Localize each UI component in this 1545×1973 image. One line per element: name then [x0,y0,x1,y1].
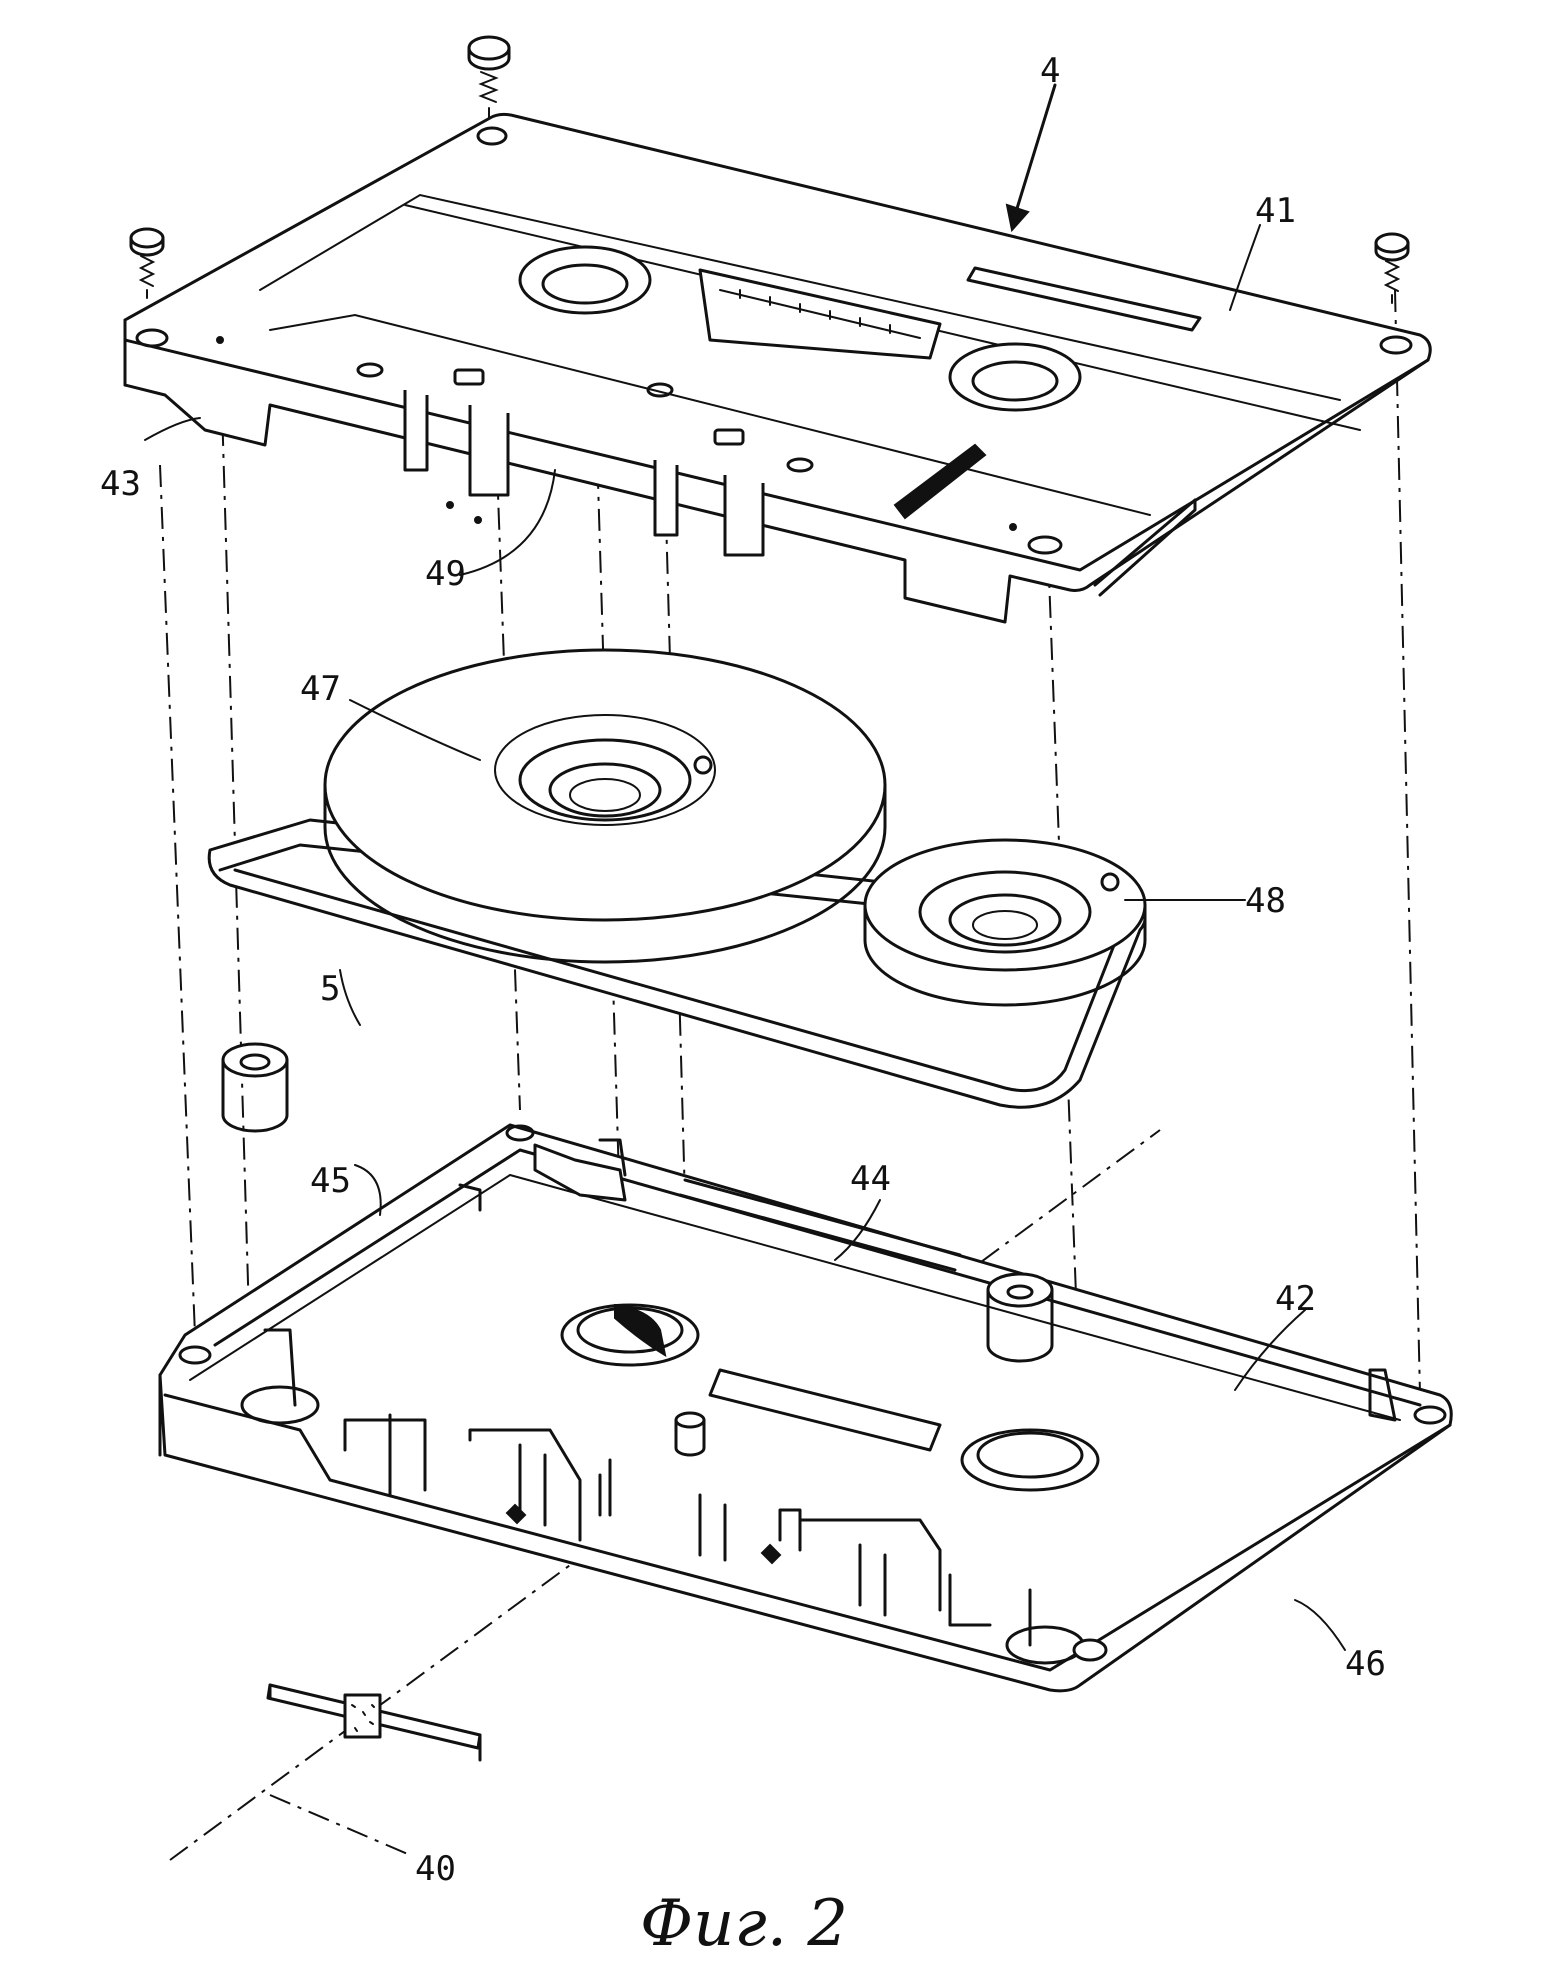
label-supply-hub: 47 [300,669,341,709]
leader-lines [144,83,1346,1651]
takeup-reel [863,838,1147,1007]
label-upper-half: 41 [1255,191,1296,231]
guide-roller [221,1042,289,1133]
label-lower-half: 42 [1275,1279,1316,1319]
label-tape-pack: 5 [320,969,340,1009]
label-right-edge: 46 [1345,1644,1386,1684]
lower-half [158,1123,1453,1693]
pressure-pad [266,1683,482,1762]
label-guide-rib: 44 [850,1159,891,1199]
label-pad: 40 [415,1849,456,1889]
label-assembly: 4 [1040,51,1060,91]
screw-top-left [129,227,165,299]
screw-top-center [467,35,511,119]
supply-reel [323,648,887,964]
label-takeup-hub: 48 [1245,881,1286,921]
label-front-wall: 49 [425,554,466,594]
figure-caption: Фиг. 2 [640,1887,848,1961]
label-left-edge: 43 [100,464,141,504]
screw-top-right [1374,232,1410,304]
upper-half [123,112,1432,624]
reference-labels: 4 41 43 49 47 48 5 45 44 42 46 40 [100,51,1386,1889]
label-side-wall: 45 [310,1161,351,1201]
